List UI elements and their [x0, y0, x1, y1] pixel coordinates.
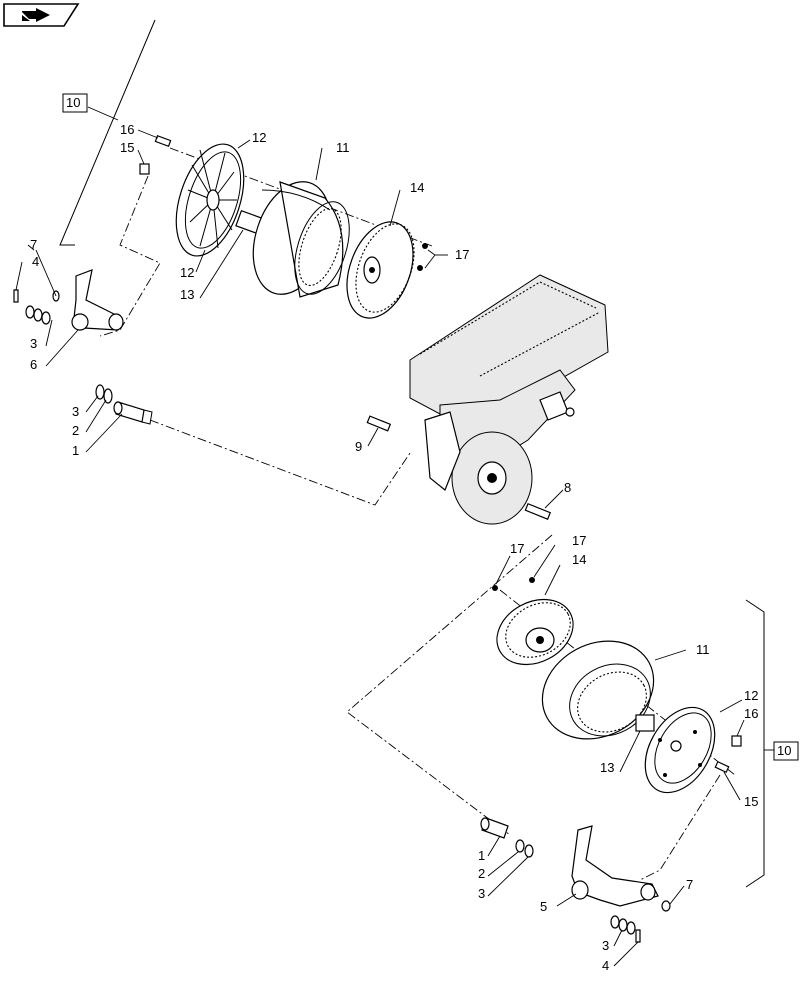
callout-5: 5 — [540, 899, 547, 914]
axle-1-bottom — [480, 817, 509, 839]
screw-17b — [417, 265, 423, 271]
tire-11-bottom — [541, 640, 655, 740]
bolt-8 — [524, 502, 552, 520]
bolt-15-top — [139, 163, 150, 175]
guide-line-lower-b — [639, 774, 721, 881]
callout-4-top: 4 — [32, 254, 39, 269]
hopper-frame — [409, 274, 609, 525]
wheel-cap-12-top — [175, 143, 245, 257]
washer-3-top — [95, 384, 105, 400]
callout-10-top: 10 — [66, 95, 80, 110]
wheel-cap-12-bottom — [644, 706, 716, 794]
bolt-9 — [366, 415, 392, 432]
rim-14-bottom — [496, 598, 574, 666]
callout-13-top: 13 — [180, 287, 194, 302]
tire-11-top — [252, 181, 350, 298]
screw-17c — [492, 585, 498, 591]
washers-3-4-right — [610, 915, 641, 943]
arm-6 — [52, 269, 124, 331]
callout-3-bottom-b: 3 — [602, 938, 609, 953]
washer-3-bottom — [524, 844, 534, 858]
callout-16-bottom: 16 — [744, 706, 758, 721]
washer-2-bottom — [515, 839, 525, 853]
callout-1-top: 1 — [72, 443, 79, 458]
callout-1-bottom: 1 — [478, 848, 485, 863]
bolt-15-bottom — [714, 760, 730, 774]
arm-5 — [571, 825, 659, 907]
callout-6: 6 — [30, 357, 37, 372]
callout-7-top: 7 — [30, 237, 37, 252]
callout-3-top-b: 3 — [72, 404, 79, 419]
nut-7-bottom — [661, 900, 671, 912]
callout-box-10-top: 10 — [62, 93, 88, 113]
callout-12-top-b: 12 — [180, 265, 194, 280]
callout-box-10-bottom: 10 — [773, 741, 799, 761]
screw-17a — [422, 243, 428, 249]
bolt-16-bottom — [731, 735, 742, 747]
callout-13-bottom: 13 — [600, 760, 614, 775]
callout-2-top: 2 — [72, 423, 79, 438]
callout-17-bottom-b: 17 — [572, 533, 586, 548]
callout-2-bottom: 2 — [478, 866, 485, 881]
axle-1-top — [113, 401, 153, 425]
callout-14-bottom: 14 — [572, 552, 586, 567]
callout-8: 8 — [564, 480, 571, 495]
callout-9: 9 — [355, 439, 362, 454]
rim-14-top — [346, 221, 415, 319]
callout-12-top-a: 12 — [252, 130, 266, 145]
washer-2-top — [103, 388, 113, 404]
callout-4-bottom: 4 — [602, 958, 609, 973]
callout-15-top: 15 — [120, 140, 134, 155]
callout-12-bottom: 12 — [744, 688, 758, 703]
guide-line-upper-b — [149, 419, 411, 506]
bracket-line-10-bottom — [745, 599, 765, 888]
callout-15-bottom: 15 — [744, 794, 758, 809]
callout-11-top: 11 — [336, 140, 350, 155]
screw-17d — [529, 577, 535, 583]
next-page-arrow-icon[interactable] — [3, 3, 80, 27]
hub-13-bottom — [635, 714, 655, 732]
bolt-16-top — [154, 135, 172, 147]
bracket-line-10-top — [59, 19, 156, 246]
guide-line-lower-a — [346, 534, 553, 836]
callout-16-top: 16 — [120, 122, 134, 137]
callout-17-bottom-a: 17 — [510, 541, 524, 556]
callout-10-bottom: 10 — [777, 743, 791, 758]
callout-7-bottom: 7 — [686, 877, 693, 892]
callout-3-bottom-a: 3 — [478, 886, 485, 901]
callout-3-top-a: 3 — [30, 336, 37, 351]
callout-14-top: 14 — [410, 180, 424, 195]
washers-3-4-left — [13, 289, 51, 325]
callout-17-top: 17 — [455, 247, 469, 262]
callout-11-bottom: 11 — [696, 642, 710, 657]
